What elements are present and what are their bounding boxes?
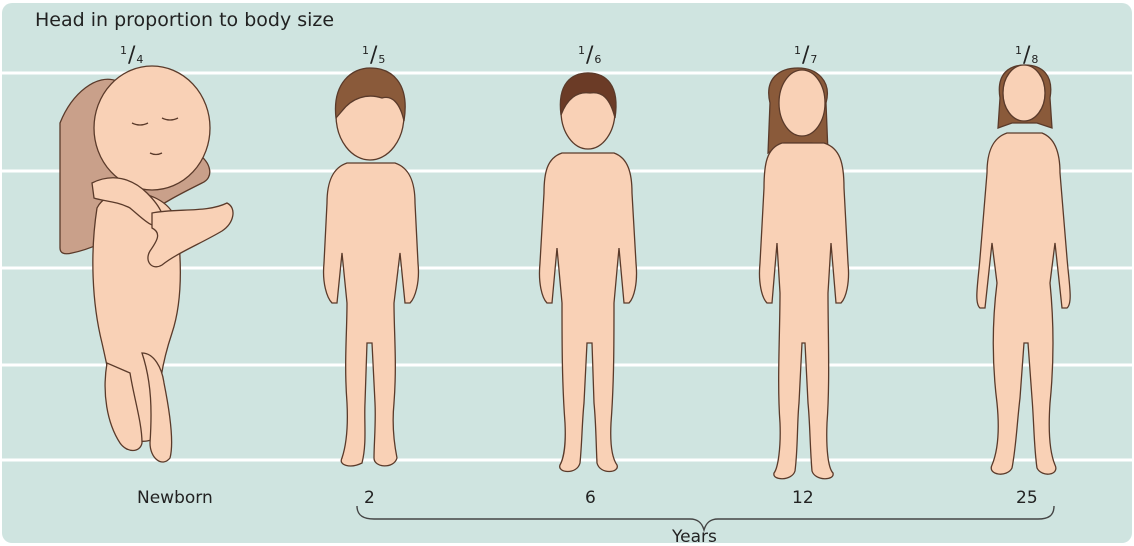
child-12-figure xyxy=(759,68,848,479)
body xyxy=(977,133,1070,474)
head xyxy=(779,70,825,136)
newborn-figure xyxy=(60,66,233,462)
fraction-numerator: 1 xyxy=(362,44,369,57)
fraction-numerator: 1 xyxy=(1015,44,1022,57)
years-label: Years xyxy=(672,527,717,543)
baby-arm-lower xyxy=(148,203,233,267)
body xyxy=(539,153,636,472)
fraction-label-2: 1/5 xyxy=(362,43,385,68)
child-6-figure xyxy=(539,73,636,472)
fraction-denominator: 4 xyxy=(136,53,143,66)
baby-head xyxy=(94,66,210,190)
diagram-title: Head in proportion to body size xyxy=(35,9,334,31)
fraction-label-6: 1/6 xyxy=(578,43,601,68)
diagram-panel: Head in proportion to body size 1/4 1/5 … xyxy=(2,3,1132,543)
body xyxy=(759,143,848,479)
age-label-12: 12 xyxy=(792,488,814,508)
body xyxy=(324,163,419,466)
age-label-2: 2 xyxy=(364,488,375,508)
fraction-denominator: 8 xyxy=(1031,53,1038,66)
fraction-label-25: 1/8 xyxy=(1015,43,1038,68)
fraction-denominator: 5 xyxy=(378,53,385,66)
fraction-denominator: 7 xyxy=(810,53,817,66)
fraction-label-12: 1/7 xyxy=(794,43,817,68)
age-label-newborn: Newborn xyxy=(137,488,213,508)
fraction-numerator: 1 xyxy=(578,44,585,57)
age-label-6: 6 xyxy=(585,488,596,508)
fraction-label-newborn: 1/4 xyxy=(120,43,143,68)
adult-25-figure xyxy=(977,65,1070,474)
fraction-numerator: 1 xyxy=(120,44,127,57)
age-label-25: 25 xyxy=(1016,488,1038,508)
fraction-numerator: 1 xyxy=(794,44,801,57)
diagram-art xyxy=(2,3,1132,543)
child-2-figure xyxy=(324,68,419,466)
head xyxy=(1003,65,1045,121)
fraction-denominator: 6 xyxy=(594,53,601,66)
